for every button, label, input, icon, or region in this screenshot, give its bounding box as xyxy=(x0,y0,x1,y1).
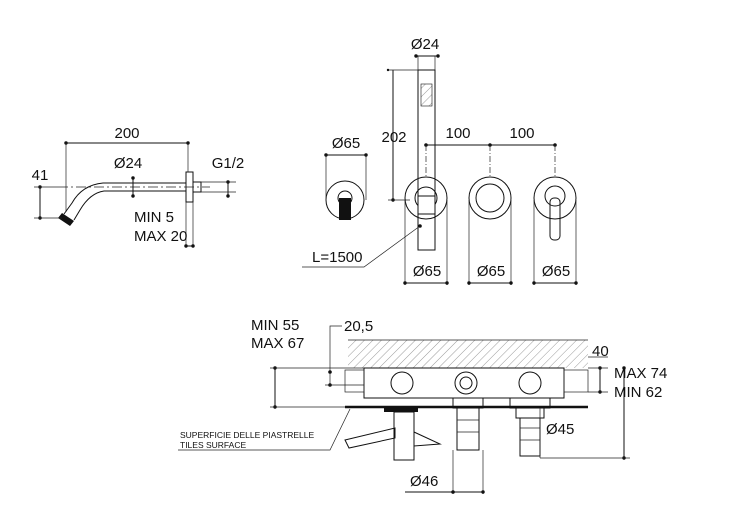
spout-length-label: 200 xyxy=(114,125,139,142)
mixer-lever-right xyxy=(549,197,561,241)
mixer-plate-center xyxy=(468,176,512,220)
right-dim-label: 40 xyxy=(592,343,609,360)
spout-max-label: MAX 20 xyxy=(134,228,187,245)
left-max-label: MAX 67 xyxy=(251,335,304,352)
wall-hatching xyxy=(348,340,588,368)
shower-diameter-label: Ø24 xyxy=(411,36,439,53)
hose-leader-dot xyxy=(418,224,422,228)
left-min-label: MIN 55 xyxy=(251,317,299,334)
shower-height-label: 202 xyxy=(381,129,406,146)
body-port-3 xyxy=(518,371,542,395)
hose-leader xyxy=(302,225,421,268)
plate2-diameter-label: Ø65 xyxy=(477,263,505,280)
left-lever-tail xyxy=(413,431,442,447)
body-port-2-inner xyxy=(459,376,473,390)
spacing-2-label: 100 xyxy=(509,125,534,142)
spout-diameter-label: Ø24 xyxy=(114,155,142,172)
section-view: MIN 55 MAX 67 20,5 40 MAX 74 MIN 62 Ø45 … xyxy=(178,317,667,494)
hand-shower-head xyxy=(420,83,433,107)
bottom-diameter-label: Ø46 xyxy=(410,473,438,490)
offset-dot-1 xyxy=(328,370,332,374)
center-fitting-body xyxy=(456,407,480,451)
right-fitting-body xyxy=(519,417,541,457)
body-port-2 xyxy=(454,371,478,395)
left-lever xyxy=(344,427,396,449)
spout-height-label: 41 xyxy=(32,167,49,184)
spout-view: 200 41 Ø24 G1/2 MIN 5 MAX 20 xyxy=(32,125,245,248)
mixer-knob-right xyxy=(544,185,566,207)
spout-min-label: MIN 5 xyxy=(134,209,174,226)
tiles-label-it: SUPERFICIE DELLE PIASTRELLE xyxy=(180,430,314,440)
spout-outlet xyxy=(58,213,74,226)
mixer-plate-center-inner xyxy=(475,183,505,213)
offset-label: 20,5 xyxy=(344,318,373,335)
mixer-plate-right xyxy=(533,176,577,220)
plate1-diameter-label: Ø65 xyxy=(413,263,441,280)
sleeve-diameter-label: Ø45 xyxy=(546,421,574,438)
diverter-nozzle xyxy=(339,198,351,220)
mixer-body-left-cap xyxy=(344,369,365,393)
shower-holder-plate xyxy=(404,176,448,220)
plate3-diameter-label: Ø65 xyxy=(542,263,570,280)
hand-shower xyxy=(417,69,436,251)
shower-holder-bracket xyxy=(417,195,436,215)
hose-length-label: L=1500 xyxy=(312,249,362,266)
right-min-label: MIN 62 xyxy=(614,384,662,401)
offset-leader xyxy=(329,325,342,385)
spout-body xyxy=(63,182,186,221)
front-view: Ø65 Ø24 202 100 100 xyxy=(302,36,578,285)
tiles-label-en: TILES SURFACE xyxy=(180,440,246,450)
left-fitting-flange xyxy=(384,407,418,412)
bottom-diameter-dot xyxy=(451,490,455,494)
spacing-1-label: 100 xyxy=(445,125,470,142)
body-port-1 xyxy=(390,371,414,395)
tiles-leader xyxy=(178,408,351,451)
spout-thread-label: G1/2 xyxy=(212,155,245,172)
left-fitting-body xyxy=(393,411,415,461)
right-max-label: MAX 74 xyxy=(614,365,667,382)
diverter-diameter-label: Ø65 xyxy=(332,135,360,152)
mixer-body-right-cap xyxy=(563,369,589,393)
